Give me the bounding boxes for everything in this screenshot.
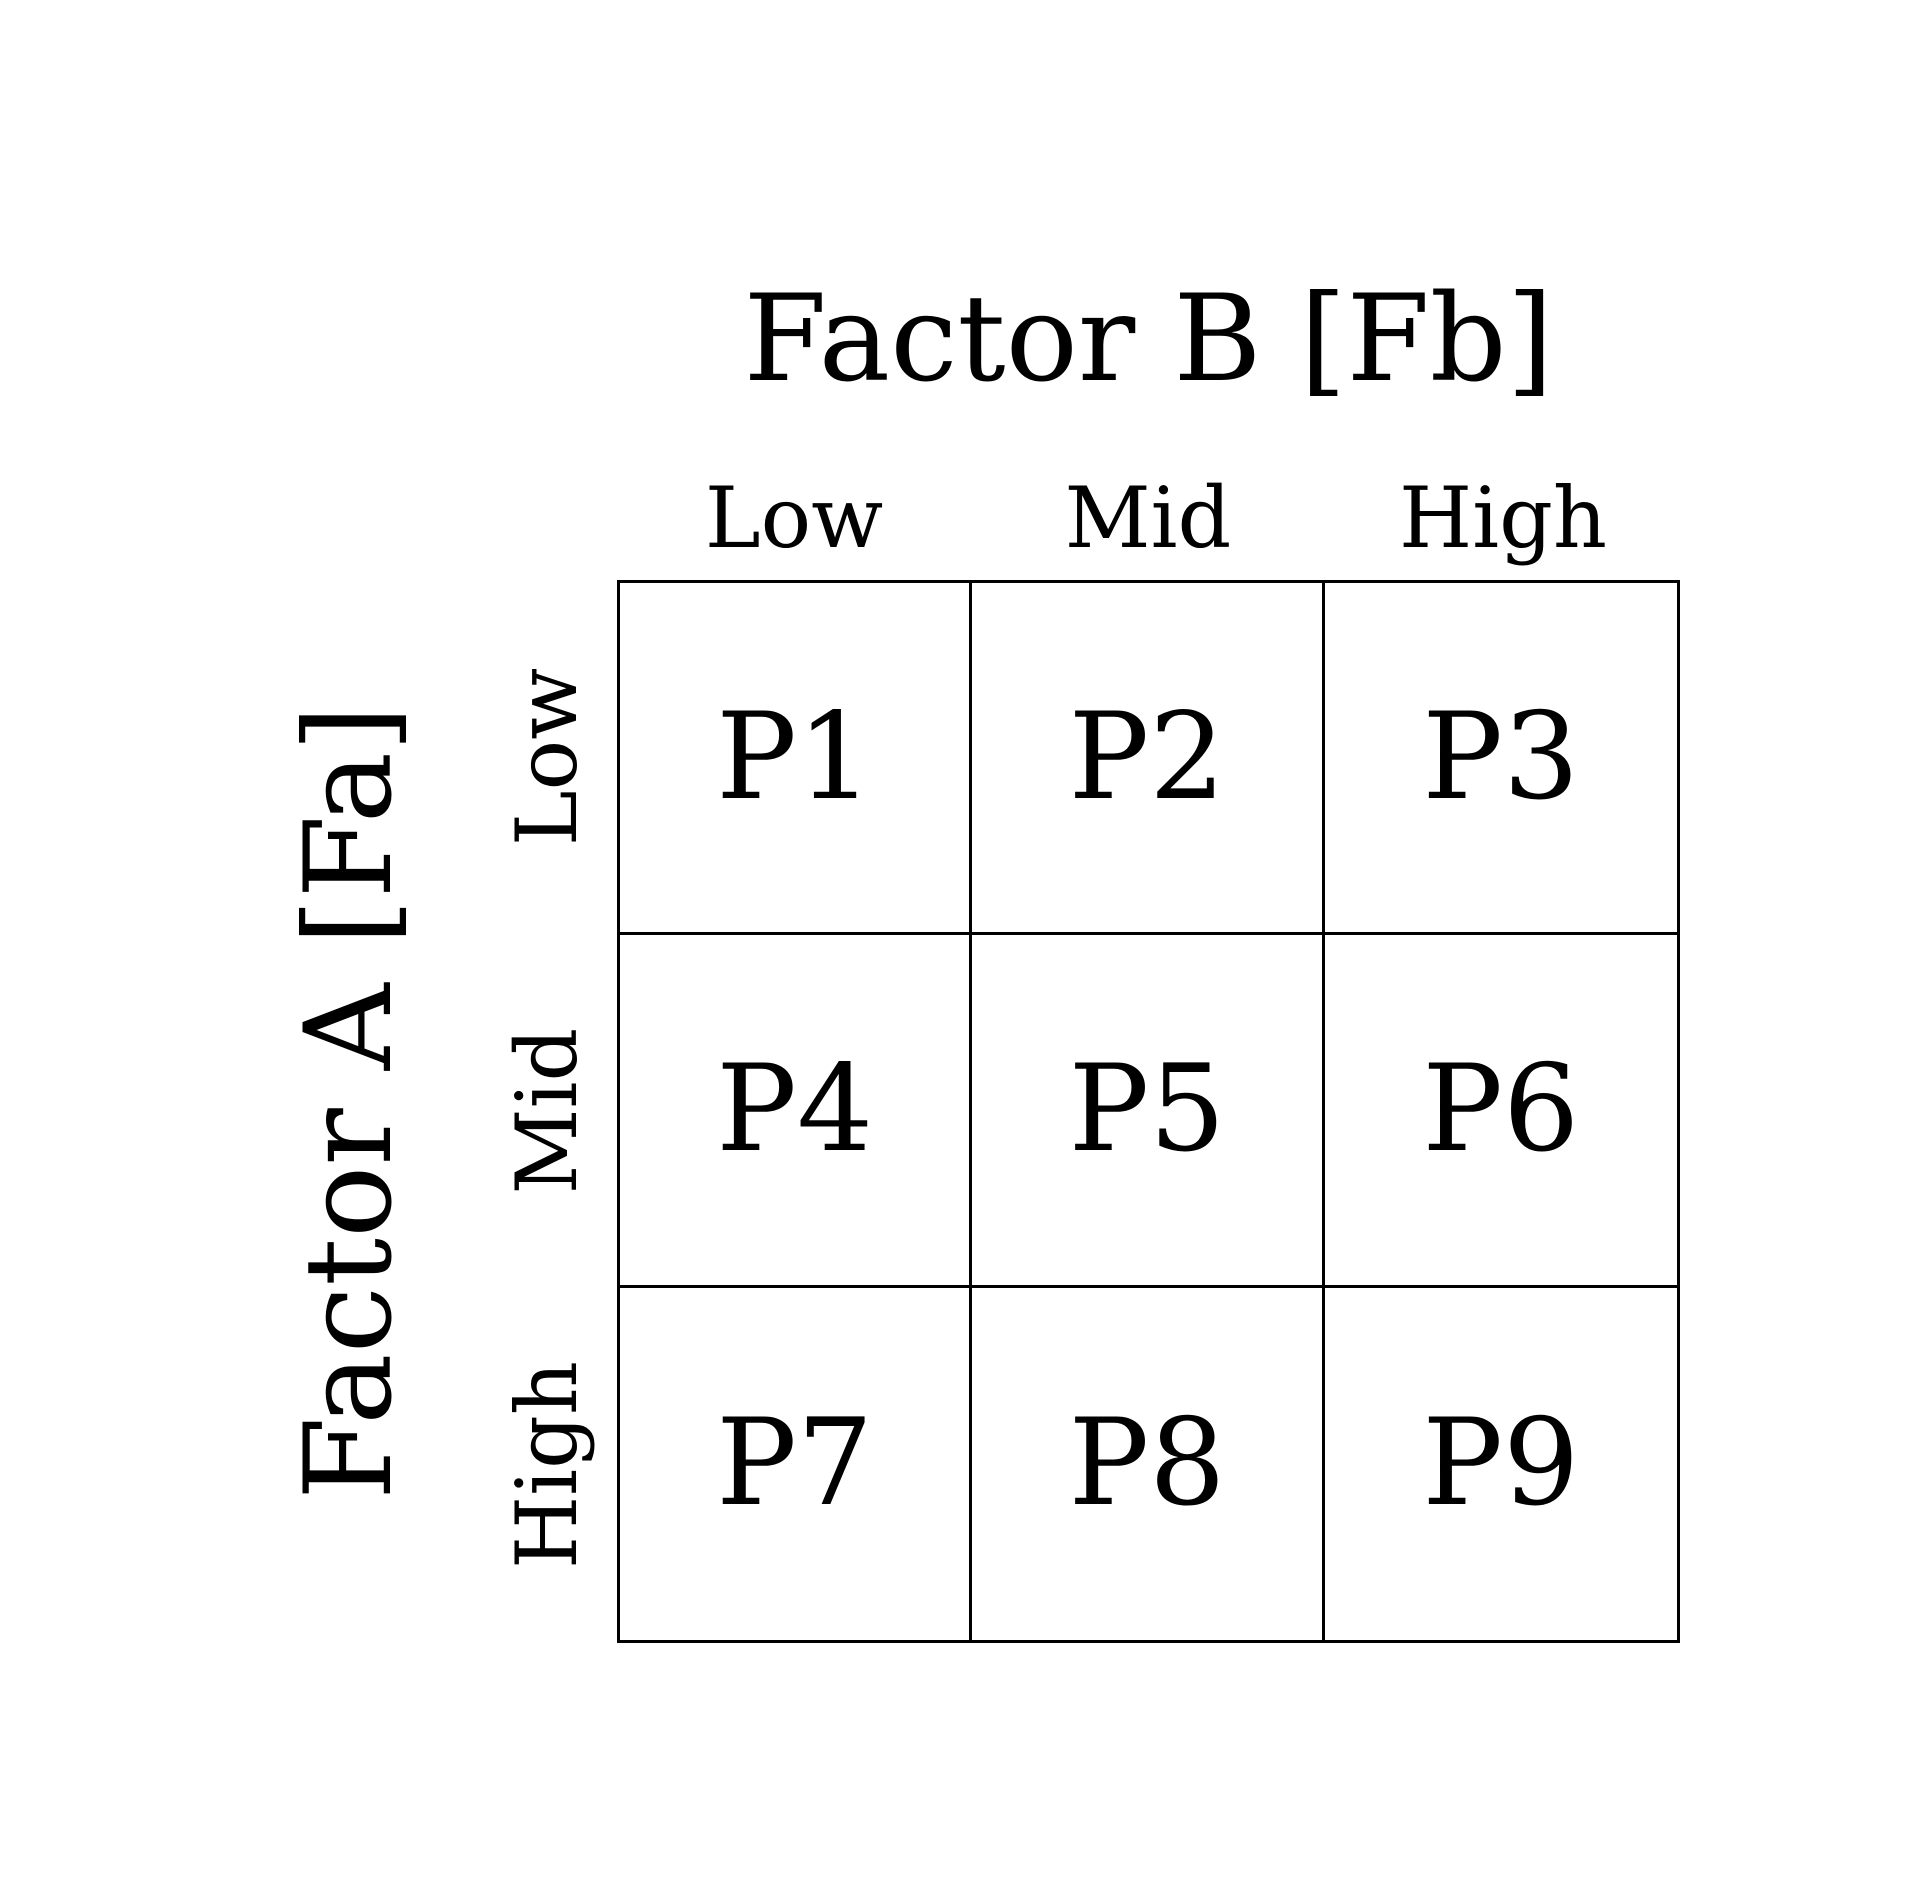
factor-grid: P1 P2 P3 P4 P5 P6 P7 P8 P9 — [617, 580, 1680, 1643]
grid-cell-p3: P3 — [1324, 583, 1677, 936]
row-header-mid: Mid — [498, 1027, 596, 1195]
row-header-low: Low — [498, 667, 596, 847]
grid-cell-p1: P1 — [620, 583, 973, 936]
row-header-high: High — [498, 1361, 596, 1569]
grid-cell-p4: P4 — [620, 935, 973, 1288]
grid-cell-p8: P8 — [972, 1287, 1325, 1640]
column-header-high: High — [1399, 469, 1607, 567]
column-header-low: Low — [704, 469, 884, 567]
column-header-mid: Mid — [1064, 469, 1232, 567]
grid-cell-p7: P7 — [620, 1287, 973, 1640]
factor-b-title: Factor B [Fb] — [743, 270, 1554, 409]
grid-cell-p2: P2 — [972, 583, 1325, 936]
grid-cell-p5: P5 — [972, 935, 1325, 1288]
grid-cell-p6: P6 — [1324, 935, 1677, 1288]
factor-a-title: Factor A [Fa] — [280, 705, 419, 1500]
grid-cell-p9: P9 — [1422, 1394, 1580, 1534]
